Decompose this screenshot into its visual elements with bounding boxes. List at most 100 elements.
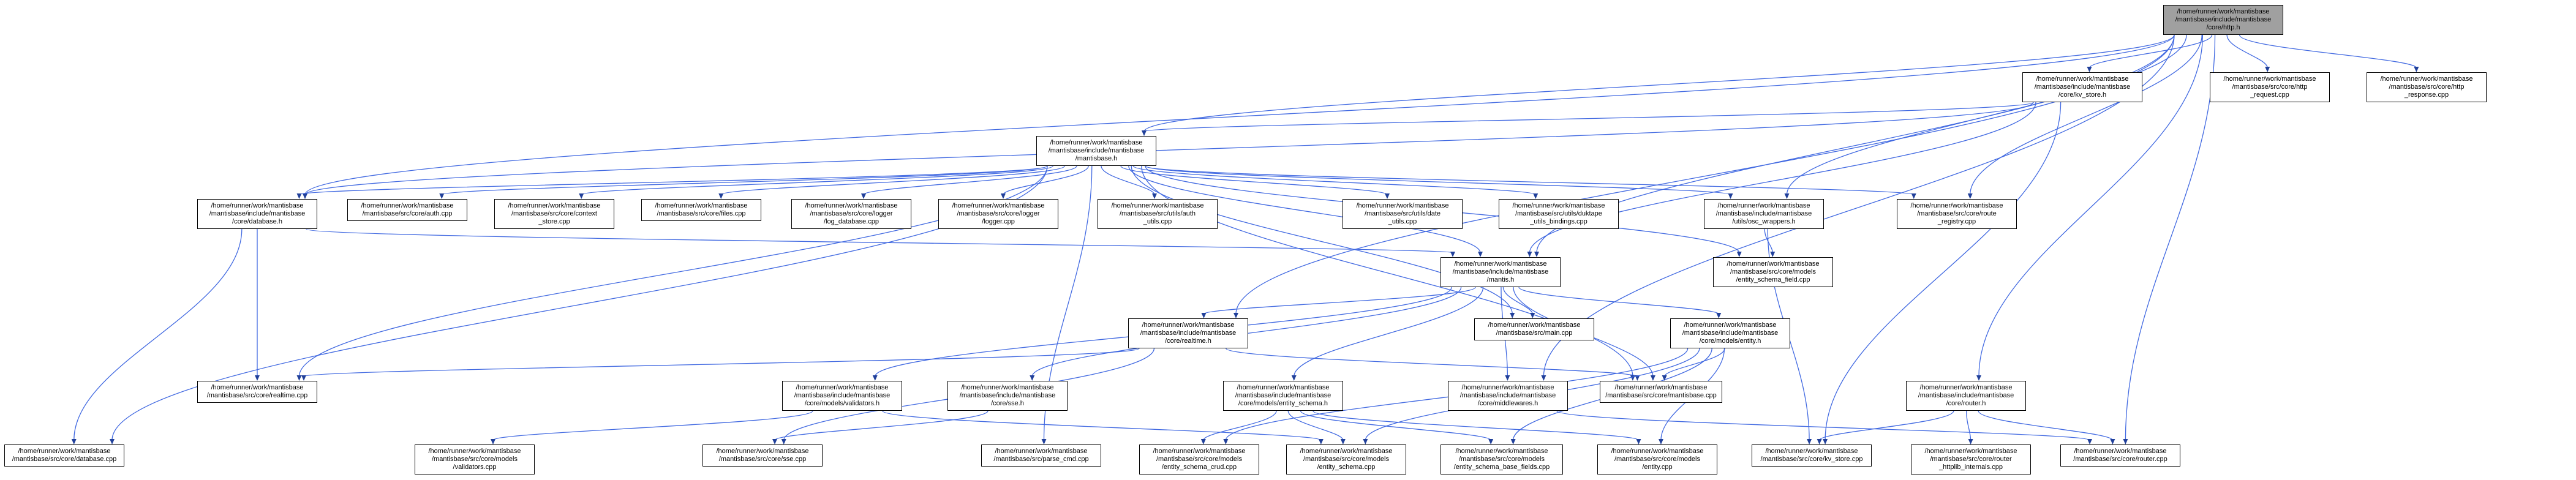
- graph-node-log_database_cpp[interactable]: /home/runner/work/mantisbase/mantisbase/…: [791, 199, 911, 229]
- graph-edge: [1287, 410, 1344, 441]
- graph-arrowhead: [303, 193, 307, 199]
- node-label-line: /mantisbase/src/core/models: [1614, 456, 1700, 463]
- graph-arrowhead: [1142, 130, 1147, 136]
- graph-edge: [1764, 228, 1773, 253]
- node-label-line: /core/database.h: [232, 218, 282, 225]
- graph-edge: [2226, 34, 2268, 69]
- graph-edge: [1502, 287, 1533, 315]
- graph-edge: [1132, 165, 1536, 195]
- node-label-line: /mantisbase/include/mantisbase: [1452, 268, 1549, 276]
- graph-node-realtime_cpp[interactable]: /home/runner/work/mantisbase/mantisbase/…: [197, 381, 317, 403]
- graph-node-router_httplib_internals_cpp[interactable]: /home/runner/work/mantisbase/mantisbase/…: [1911, 444, 2031, 474]
- node-label-line: _httplib_internals.cpp: [1939, 463, 2003, 471]
- graph-edge: [1529, 102, 2036, 253]
- graph-edge: [2088, 34, 2213, 69]
- graph-node-kv_store_cpp[interactable]: /home/runner/work/mantisbase/mantisbase/…: [1752, 444, 1872, 467]
- node-label-line: /home/runner/work/mantisbase: [361, 202, 454, 209]
- node-label-line: /mantisbase/src/core/sse.cpp: [718, 456, 807, 463]
- graph-node-http_request_cpp[interactable]: /home/runner/work/mantisbase/mantisbase/…: [2210, 72, 2330, 102]
- graph-node-entity_schema_field_cpp[interactable]: /home/runner/work/mantisbase/mantisbase/…: [1713, 257, 1833, 287]
- node-label-line: /home/runner/work/mantisbase: [1924, 448, 2017, 455]
- graph-edge: [1203, 287, 1476, 315]
- graph-arrowhead: [296, 193, 302, 199]
- graph-arrowhead: [1976, 375, 1981, 381]
- graph-arrowhead: [1534, 252, 1539, 257]
- graph-node-http_response_cpp[interactable]: /home/runner/work/mantisbase/mantisbase/…: [2367, 72, 2487, 102]
- graph-node-osc_wrappers_h[interactable]: /home/runner/work/mantisbase/mantisbase/…: [1704, 199, 1824, 229]
- graph-node-mantis_h[interactable]: /home/runner/work/mantisbase/mantisbase/…: [1441, 257, 1561, 287]
- graph-node-auth_cpp[interactable]: /home/runner/work/mantisbase/mantisbase/…: [347, 199, 467, 221]
- graph-node-middlewares_h[interactable]: /home/runner/work/mantisbase/mantisbase/…: [1448, 381, 1568, 411]
- graph-node-logger_cpp[interactable]: /home/runner/work/mantisbase/mantisbase/…: [938, 199, 1058, 229]
- graph-node-sse_cpp[interactable]: /home/runner/work/mantisbase/mantisbase/…: [702, 444, 823, 467]
- node-label-line: /home/runner/work/mantisbase: [1111, 202, 1204, 209]
- graph-node-mantisbase_h[interactable]: /home/runner/work/mantisbase/mantisbase/…: [1036, 136, 1156, 166]
- graph-arrowhead: [110, 439, 115, 444]
- graph-node-database_h[interactable]: /home/runner/work/mantisbase/mantisbase/…: [197, 199, 317, 229]
- graph-node-route_registry_cpp[interactable]: /home/runner/work/mantisbase/mantisbase/…: [1897, 199, 2017, 229]
- graph-node-entity_schema_crud_cpp[interactable]: /home/runner/work/mantisbase/mantisbase/…: [1139, 444, 1259, 474]
- graph-edge: [581, 165, 1053, 195]
- node-label-line: /home/runner/work/mantisbase: [1237, 384, 1330, 391]
- graph-node-database_cpp[interactable]: /home/runner/work/mantisbase/mantisbase/…: [4, 444, 124, 467]
- graph-node-entity_schema_cpp[interactable]: /home/runner/work/mantisbase/mantisbase/…: [1286, 444, 1406, 474]
- node-label-line: /home/runner/work/mantisbase: [2177, 8, 2270, 15]
- graph-node-router_h[interactable]: /home/runner/work/mantisbase/mantisbase/…: [1906, 381, 2026, 411]
- graph-node-entity_schema_base_fields_cpp[interactable]: /home/runner/work/mantisbase/mantisbase/…: [1441, 444, 1563, 474]
- node-label-line: _response.cpp: [2404, 91, 2449, 99]
- graph-node-validators_cpp[interactable]: /home/runner/work/mantisbase/mantisbase/…: [415, 444, 535, 474]
- graph-edge: [304, 34, 2175, 195]
- graph-node-sse_h[interactable]: /home/runner/work/mantisbase/mantisbase/…: [947, 381, 1068, 411]
- node-label-line: /home/runner/work/mantisbase: [1356, 202, 1449, 209]
- graph-node-kv_store_h[interactable]: /home/runner/work/mantisbase/mantisbase/…: [2022, 72, 2142, 102]
- graph-node-context_store_cpp[interactable]: /home/runner/work/mantisbase/mantisbase/…: [494, 199, 614, 229]
- graph-arrowhead: [2087, 67, 2092, 72]
- node-label-line: /mantisbase/include/mantisbase: [2034, 83, 2131, 91]
- node-label-line: /home/runner/work/mantisbase: [1050, 139, 1143, 146]
- node-label-line: /mantisbase/src/core/auth.cpp: [362, 210, 453, 217]
- graph-edge: [1970, 34, 2202, 195]
- graph-arrowhead: [491, 439, 495, 444]
- node-label-line: /home/runner/work/mantisbase: [18, 448, 111, 455]
- graph-edge: [1786, 34, 2187, 195]
- node-label-line: /mantisbase/src/core/database.cpp: [12, 456, 117, 463]
- node-label-line: /home/runner/work/mantisbase: [995, 448, 1088, 455]
- node-label-line: /home/runner/work/mantisbase: [1910, 202, 2003, 209]
- graph-node-date_utils_cpp[interactable]: /home/runner/work/mantisbase/mantisbase/…: [1343, 199, 1463, 229]
- graph-node-mantisbase_cpp[interactable]: /home/runner/work/mantisbase/mantisbase/…: [1600, 381, 1722, 403]
- graph-arrowhead: [1662, 375, 1667, 381]
- node-label-line: /mantisbase/src/core/models: [432, 456, 518, 463]
- graph-arrowhead: [1736, 252, 1742, 257]
- graph-node-main_cpp[interactable]: /home/runner/work/mantisbase/mantisbase/…: [1474, 318, 1594, 340]
- graph-node-entity_schema_h[interactable]: /home/runner/work/mantisbase/mantisbase/…: [1223, 381, 1343, 411]
- graph-node-realtime_h[interactable]: /home/runner/work/mantisbase/mantisbase/…: [1128, 318, 1248, 348]
- graph-arrowhead: [1450, 252, 1455, 257]
- node-label-line: /home/runner/work/mantisbase: [1611, 448, 1704, 455]
- graph-arrowhead: [718, 193, 724, 199]
- node-label-line: /home/runner/work/mantisbase: [796, 384, 889, 391]
- node-label-line: /mantisbase/src/utils/duktape: [1515, 210, 1602, 217]
- graph-arrowhead: [2123, 439, 2128, 444]
- node-label-line: /mantisbase/src/utils/auth: [1119, 210, 1196, 217]
- graph-arrowhead: [255, 375, 260, 381]
- node-label-line: /core/models/validators.h: [804, 400, 880, 407]
- graph-node-auth_utils_cpp[interactable]: /home/runner/work/mantisbase/mantisbase/…: [1098, 199, 1218, 229]
- graph-edge: [1143, 102, 2034, 132]
- graph-node-entity_cpp[interactable]: /home/runner/work/mantisbase/mantisbase/…: [1597, 444, 1717, 474]
- graph-node-entity_h[interactable]: /home/runner/work/mantisbase/mantisbase/…: [1670, 318, 1790, 348]
- graph-node-files_cpp[interactable]: /home/runner/work/mantisbase/mantisbase/…: [641, 199, 761, 221]
- graph-node-duktape_utils_bindings_cpp[interactable]: /home/runner/work/mantisbase/mantisbase/…: [1499, 199, 1619, 229]
- node-label-line: _request.cpp: [2250, 91, 2289, 99]
- graph-node-router_cpp[interactable]: /home/runner/work/mantisbase/mantisbase/…: [2060, 444, 2180, 467]
- graph-node-parse_cmd_cpp[interactable]: /home/runner/work/mantisbase/mantisbase/…: [981, 444, 1101, 467]
- node-label-line: /mantisbase/src/core/router: [1930, 456, 2012, 463]
- node-label-line: /mantisbase/include/mantisbase: [1715, 210, 1812, 217]
- graph-node-validators_h[interactable]: /home/runner/work/mantisbase/mantisbase/…: [782, 381, 902, 411]
- node-label-line: /entity_schema.cpp: [1317, 463, 1376, 471]
- graph-arrowhead: [2087, 439, 2092, 444]
- node-label-line: /mantisbase/src/core/models: [1156, 456, 1242, 463]
- graph-edge: [303, 348, 1140, 377]
- graph-edge: [1203, 410, 1277, 441]
- node-label-line: /home/runner/work/mantisbase: [1614, 384, 1708, 391]
- node-label-line: /entity_schema_base_fields.cpp: [1453, 463, 1550, 471]
